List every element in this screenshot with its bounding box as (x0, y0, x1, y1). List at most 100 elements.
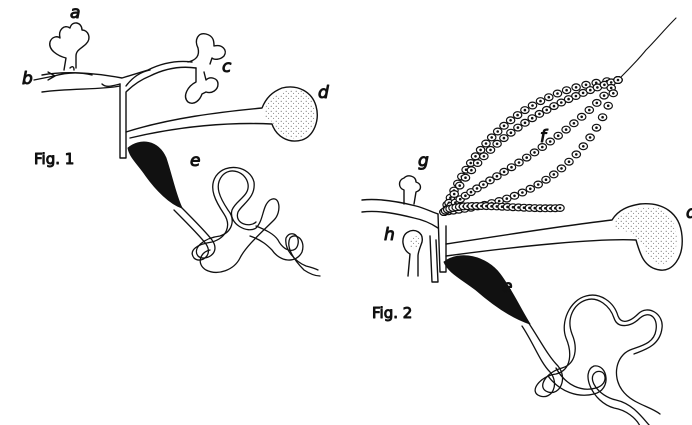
figure-1: a b c d e Fig. 1 (22, 3, 329, 276)
bead-center (464, 176, 467, 179)
bead-center (589, 136, 592, 139)
bead-center (582, 145, 585, 148)
bead-center (557, 134, 560, 137)
bead-center (458, 184, 461, 187)
fig2-label-d: d (686, 203, 692, 223)
fig2-caption: Fig. 2 (372, 304, 412, 322)
bead-center (556, 92, 559, 95)
fig2-label-g: g (418, 151, 429, 171)
bead-center (575, 86, 578, 89)
bead-center (595, 126, 598, 129)
bead-center (533, 151, 536, 154)
fig1-label-a: a (70, 3, 80, 23)
bead-center (553, 105, 556, 108)
fig2-label-e: e (502, 277, 512, 297)
bead-center (453, 193, 456, 196)
bead-center (596, 102, 599, 105)
bead-center (459, 198, 462, 201)
bead-center (582, 92, 585, 95)
bead-center (524, 109, 527, 112)
bead-center (531, 104, 534, 107)
bead-center (588, 109, 591, 112)
bead-center (476, 187, 479, 190)
bead-center (483, 155, 486, 158)
bead-center (490, 136, 493, 139)
fig1-gland-a (50, 23, 89, 70)
bead-center (596, 86, 599, 89)
bead-center (549, 140, 552, 143)
fig2-coiled-tubule (522, 295, 662, 425)
bead-center (568, 160, 571, 163)
fig2-gland-g (400, 176, 421, 204)
bead-center (498, 200, 501, 203)
bead-center (517, 126, 520, 129)
bead-center (607, 104, 610, 107)
fig1-label-e: e (190, 151, 200, 171)
bead-center (539, 100, 542, 103)
fig2-label-h: h (384, 225, 395, 245)
fig2-gland-h (403, 230, 438, 282)
bead-center (610, 87, 613, 90)
bead-center (521, 191, 524, 194)
bead-center (510, 131, 513, 134)
bead-center (496, 143, 499, 146)
bead-center (503, 137, 506, 140)
bead-center (567, 98, 570, 101)
bead-center (506, 197, 509, 200)
bead-center (510, 166, 513, 169)
bead-center (524, 122, 527, 125)
bead-center (548, 96, 551, 99)
bead-center (612, 92, 615, 95)
figure-2: g h f d e Fig. 2 (362, 18, 692, 425)
bead-center (553, 173, 556, 176)
bead-center (589, 89, 592, 92)
bead-center (479, 149, 482, 152)
bead-center (603, 94, 606, 97)
bead-center (474, 155, 477, 158)
fig1-gland-c (186, 34, 226, 104)
bead-center (565, 128, 568, 131)
bead-center (573, 122, 576, 125)
bead-center (560, 101, 563, 104)
bead-center (509, 119, 512, 122)
bead-center (601, 116, 604, 119)
bead-center (516, 114, 519, 117)
fig1-coiled-tubule (174, 167, 320, 276)
bead-center (476, 162, 479, 165)
bead-center (580, 116, 583, 119)
bead-center (482, 183, 485, 186)
bead-center (513, 195, 516, 198)
fig1-label-c: c (222, 57, 232, 77)
bead-center (537, 183, 540, 186)
bead-center (470, 191, 473, 194)
bead-center (575, 153, 578, 156)
bead-center (529, 188, 532, 191)
bead-center (560, 167, 563, 170)
bead-center (545, 109, 548, 112)
fig1-body-e (128, 142, 182, 208)
fig2-body-e (444, 256, 530, 324)
bead-center (518, 161, 521, 164)
bead-center (617, 79, 620, 82)
bead-center (469, 162, 472, 165)
bead-center (470, 169, 473, 172)
bead-center (496, 175, 499, 178)
fig1-label-b: b (22, 69, 33, 89)
bead-center (464, 194, 467, 197)
bead-center (531, 117, 534, 120)
bead-center (503, 125, 506, 128)
fig1-caption: Fig. 1 (34, 150, 74, 168)
bead-center (565, 89, 568, 92)
bead-center (603, 84, 606, 87)
bead-center (485, 142, 488, 145)
bead-center (538, 113, 541, 116)
fig1-label-d: d (318, 83, 329, 103)
fig2-beaded-network-f (440, 77, 622, 216)
bead-center (575, 95, 578, 98)
bead-center (585, 84, 588, 87)
bead-center (489, 149, 492, 152)
bead-center (559, 207, 562, 210)
bead-center (496, 130, 499, 133)
fig2-thin-thread (620, 18, 676, 78)
